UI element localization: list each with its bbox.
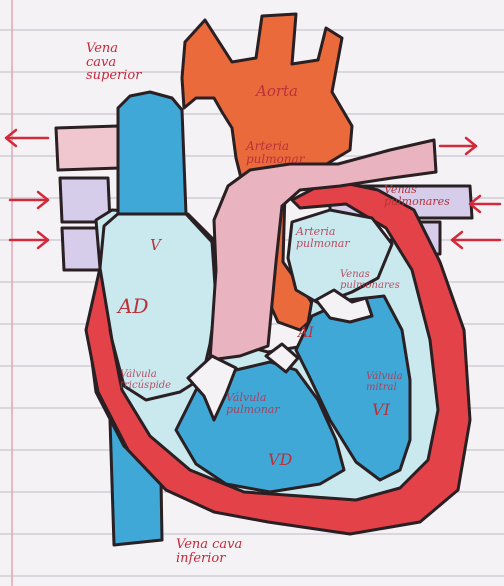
vena-cava-superior-shape (118, 92, 186, 214)
label-aorta: Aorta (256, 84, 298, 100)
label-vd: VD (268, 452, 292, 469)
arrow-vein-left-lower (10, 232, 48, 248)
label-valvula-pulmonar: Válvula pulmonar (226, 392, 280, 415)
label-v: V (150, 238, 161, 254)
label-arteria-pulmonar: Arteria pulmonar (246, 140, 304, 165)
label-arteria-pulmonar-inner: Arteria pulmonar (296, 226, 350, 249)
label-ai: AI (298, 326, 314, 341)
arrow-vein-right-lower (452, 232, 500, 248)
label-venas-pulmonares-inner: Venas pulmonares (340, 270, 400, 291)
label-valvula-mitral: Válvula mitral (366, 372, 403, 393)
arrow-pulmonary-artery-left (6, 130, 48, 146)
pulmonary-artery-left-branch (56, 126, 120, 170)
label-valvula-tricuspide: Válvula tricúspide (120, 370, 171, 391)
arrow-vein-left-upper (10, 192, 48, 208)
label-vi: VI (372, 402, 390, 419)
label-vena-cava-inferior: Vena cava inferior (176, 538, 242, 565)
label-venas-pulmonares-right: Venas pulmonares (384, 184, 450, 207)
label-vena-cava-superior: Vena cava superior (86, 42, 141, 83)
label-ad: AD (118, 296, 148, 317)
arrow-pulmonary-artery-right (440, 138, 476, 154)
